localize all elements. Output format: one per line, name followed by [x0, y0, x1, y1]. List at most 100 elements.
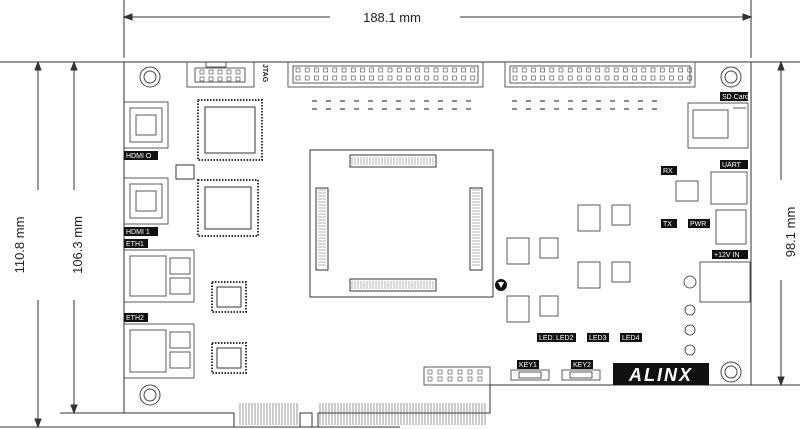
- hdmi1-connector: [123, 177, 169, 225]
- header-pin: [442, 75, 448, 81]
- header-pin: [577, 75, 582, 81]
- header-pin: [369, 75, 374, 81]
- eth2-jack: [123, 323, 195, 379]
- dimension-right: [751, 60, 800, 387]
- header-pin: [641, 67, 647, 73]
- smd-part: [582, 100, 587, 102]
- smd-part: [624, 108, 629, 110]
- header-pin: [461, 67, 466, 73]
- smd-part: [568, 100, 573, 102]
- smd-part: [652, 108, 657, 110]
- header-pin: [567, 75, 573, 81]
- header-pin: [577, 67, 582, 73]
- smd-part: [582, 108, 587, 110]
- header-pin: [332, 67, 338, 73]
- header-pin: [586, 67, 591, 73]
- led1-label: LED1: [539, 335, 557, 342]
- core-module-connectors: [318, 157, 480, 289]
- smd-part: [452, 100, 457, 102]
- smd-part: [312, 108, 317, 110]
- header-pin: [604, 75, 610, 81]
- header-pin: [461, 75, 466, 81]
- bottom-header-pin: [477, 369, 483, 375]
- smd-part: [554, 100, 559, 102]
- smd-part: [340, 100, 345, 102]
- header-pin: [687, 67, 693, 73]
- eth1-label: ETH1: [126, 241, 144, 248]
- bottom-header-pins: [427, 369, 483, 382]
- header-pin: [623, 75, 628, 81]
- key2-label: KEY2: [573, 362, 591, 369]
- brand-logo: ALINX: [628, 365, 693, 385]
- smd-part: [396, 108, 401, 110]
- phy-chip-2: [211, 342, 247, 374]
- hdmi0-label-bg: [124, 151, 158, 160]
- key-buttons: [510, 369, 601, 381]
- key1-label: KEY1: [519, 362, 537, 369]
- header-pin: [623, 67, 628, 73]
- smd-part: [452, 108, 457, 110]
- header-pin: [549, 67, 555, 73]
- jtag-label: JTAG: [261, 64, 268, 83]
- uart-label: UART: [722, 162, 742, 169]
- jtag-pin: [208, 69, 214, 75]
- smd-part: [526, 100, 531, 102]
- header-pin: [314, 75, 319, 81]
- header-pin: [540, 75, 545, 81]
- smd-part: [540, 100, 545, 102]
- bottom-header-pin: [467, 376, 473, 382]
- led3-label: LED3: [589, 335, 607, 342]
- bottom-header-pin: [457, 376, 463, 382]
- header-pin: [452, 75, 457, 81]
- header-pin: [650, 75, 656, 81]
- header-pin: [323, 75, 328, 81]
- key1-label-bg: [517, 360, 539, 369]
- smd-part: [340, 108, 345, 110]
- led4-label-bg: [620, 333, 642, 342]
- header-pin: [512, 67, 518, 73]
- regulators: [506, 171, 748, 323]
- header-1: [287, 61, 484, 88]
- header-pin: [604, 67, 610, 73]
- rx-label: RX: [663, 168, 673, 175]
- smd-part: [554, 108, 559, 110]
- small-ic: [175, 164, 195, 180]
- smd-part: [396, 100, 401, 102]
- header-pin: [378, 75, 384, 81]
- dimension-top: [122, 0, 753, 58]
- smd-part: [368, 108, 373, 110]
- smd-part: [354, 100, 359, 102]
- header-pin: [531, 75, 536, 81]
- header-pin: [304, 75, 310, 81]
- header-pin: [433, 75, 439, 81]
- header-pin: [295, 75, 301, 81]
- header-pin: [613, 67, 619, 73]
- header-2: [504, 61, 696, 88]
- smd-part: [540, 108, 545, 110]
- header-pin: [558, 75, 564, 81]
- header-pin: [304, 67, 310, 73]
- bottom-header-pin: [477, 376, 483, 382]
- header-pin: [406, 75, 411, 81]
- header-pin: [613, 75, 619, 81]
- smd-part: [610, 100, 615, 102]
- smd-part: [526, 108, 531, 110]
- header-pin: [567, 67, 573, 73]
- bottom-header-pin: [447, 376, 453, 382]
- dimension-left-outer-label: 110.8 mm: [12, 217, 27, 274]
- dimension-left-inner: [60, 60, 124, 415]
- uart-label-bg: [720, 160, 748, 169]
- smd-part: [424, 108, 429, 110]
- smd-part: [368, 100, 373, 102]
- header-pin: [350, 67, 356, 73]
- smd-component-rows: [312, 100, 657, 110]
- header-pin: [641, 75, 647, 81]
- header-pin: [512, 75, 518, 81]
- bottom-header-pin: [437, 376, 443, 382]
- dimension-top-label: 188.1 mm: [363, 10, 421, 25]
- pwr-label-bg: [688, 219, 710, 228]
- jtag-pin: [235, 69, 241, 75]
- bottom-header-pin: [457, 369, 463, 375]
- eth2-label: ETH2: [126, 315, 144, 322]
- jtag-pin: [217, 76, 223, 82]
